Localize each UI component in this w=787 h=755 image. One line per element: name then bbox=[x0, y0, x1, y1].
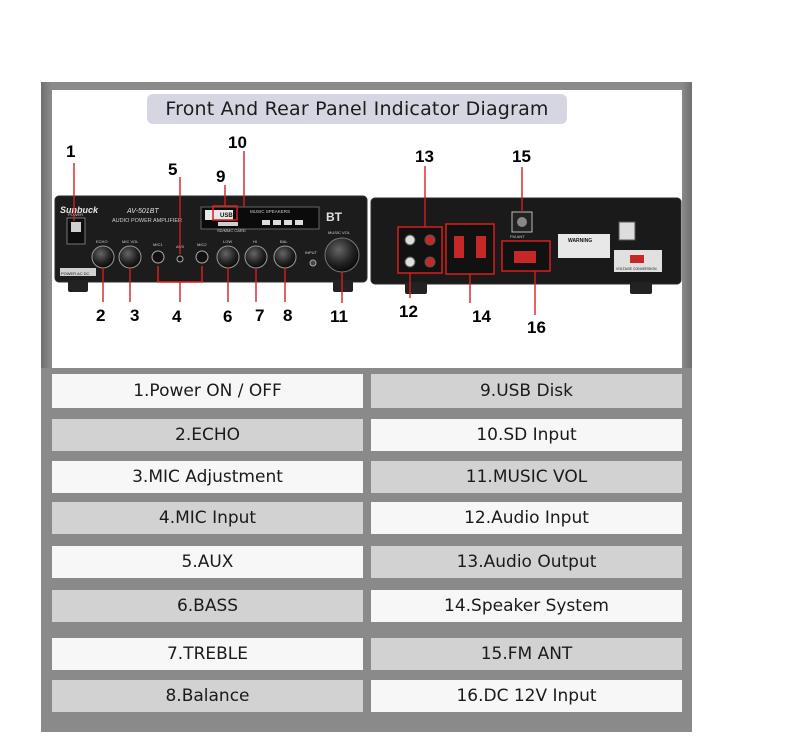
rca-in-l bbox=[404, 256, 416, 268]
callout-16: 16 bbox=[527, 318, 546, 337]
callout-12: 12 bbox=[399, 302, 418, 321]
legend-item-1: 1.Power ON / OFF bbox=[52, 374, 363, 408]
mic-vol-label-text: MIC VOL bbox=[122, 239, 139, 244]
callout-8: 8 bbox=[283, 306, 293, 325]
legend-item-7: 7.TREBLE bbox=[52, 638, 363, 670]
callout-1: 1 bbox=[66, 142, 76, 161]
usb-slot bbox=[205, 210, 233, 220]
callout-6: 6 bbox=[223, 307, 233, 326]
rca-block bbox=[397, 226, 443, 274]
legend-item-13: 13.Audio Output bbox=[371, 546, 682, 578]
callout-4: 4 bbox=[172, 307, 182, 326]
legend-item-6: 6.BASS bbox=[52, 590, 363, 622]
bal-knob bbox=[273, 245, 297, 269]
hi-label-text: HI bbox=[253, 239, 257, 244]
legend-item-11: 11.MUSIC VOL bbox=[371, 461, 682, 493]
callout-2: 2 bbox=[96, 306, 106, 325]
callout-7: 7 bbox=[255, 306, 265, 325]
callout-leaders bbox=[73, 151, 536, 315]
dc-input-block bbox=[501, 240, 551, 272]
usb-text: USB bbox=[220, 213, 233, 219]
mic-vol-knob bbox=[118, 245, 142, 269]
bt-text: BT bbox=[326, 210, 343, 224]
input-button bbox=[309, 259, 317, 267]
warning-label bbox=[558, 234, 610, 258]
music-vol-label-text: MUSIC VOL bbox=[328, 230, 351, 235]
legend-item-4: 4.MIC Input bbox=[52, 502, 363, 534]
input-label-text: INPUT bbox=[305, 250, 318, 255]
mic1-jack bbox=[151, 250, 165, 264]
rca-out-l bbox=[404, 234, 416, 246]
power-ac-dc-text: POWER AC DC bbox=[61, 271, 90, 276]
legend-item-8: 8.Balance bbox=[52, 680, 363, 712]
legend-item-15: 15.FM ANT bbox=[371, 638, 682, 670]
sd-slot bbox=[218, 222, 238, 226]
echo-label-text: ECHO bbox=[96, 239, 108, 244]
speaker-terminals bbox=[445, 223, 495, 275]
rear-panel: FM ANT WARNING VOLTAGE CONVERSION bbox=[370, 197, 682, 294]
callout-10: 10 bbox=[228, 133, 247, 152]
rca-out-r bbox=[424, 234, 436, 246]
mic1-label-text: MIC1 bbox=[153, 242, 163, 247]
ac-socket bbox=[618, 221, 636, 241]
mic2-jack bbox=[195, 250, 209, 264]
power-ac-dc-label-box bbox=[60, 268, 96, 276]
diagram-title: Front And Rear Panel Indicator Diagram bbox=[147, 94, 567, 124]
low-label-text: LOW bbox=[223, 239, 232, 244]
mic2-label-text: MIC2 bbox=[197, 242, 207, 247]
callout-5: 5 bbox=[168, 160, 178, 179]
legend-item-10: 10.SD Input bbox=[371, 419, 682, 451]
callout-14: 14 bbox=[472, 307, 491, 326]
callout-9: 9 bbox=[216, 167, 226, 186]
brand-text: Sunbuck bbox=[60, 205, 99, 215]
music-speakers-text: MUSIC SPEAKERS bbox=[250, 209, 290, 214]
legend-item-9: 9.USB Disk bbox=[371, 374, 682, 408]
callout-11: 11 bbox=[330, 307, 348, 326]
legend-item-14: 14.Speaker System bbox=[371, 590, 682, 622]
callout-3: 3 bbox=[130, 306, 140, 325]
aux-jack bbox=[176, 255, 184, 263]
amp-subtitle-text: AUDIO POWER AMPLIFIER bbox=[112, 218, 182, 224]
legend-item-5: 5.AUX bbox=[52, 546, 363, 578]
rca-in-r bbox=[424, 256, 436, 268]
callout-13: 13 bbox=[415, 147, 434, 166]
legend-item-12: 12.Audio Input bbox=[371, 502, 682, 534]
legend-item-2: 2.ECHO bbox=[52, 419, 363, 451]
echo-knob bbox=[91, 245, 115, 269]
model-text: AV-501BT bbox=[126, 208, 159, 215]
voltage-conversion-text: VOLTAGE CONVERSION bbox=[616, 267, 657, 271]
warning-text: WARNING bbox=[568, 238, 592, 244]
sd-card-text: SD/MMC CARD bbox=[217, 228, 246, 233]
legend-item-16: 16.DC 12V Input bbox=[371, 680, 682, 712]
fm-ant-text: FM ANT bbox=[510, 234, 525, 239]
legend-item-3: 3.MIC Adjustment bbox=[52, 461, 363, 493]
hi-knob bbox=[244, 245, 268, 269]
low-knob bbox=[216, 245, 240, 269]
music-vol-knob bbox=[324, 237, 360, 273]
power-label-text: POWER bbox=[68, 212, 83, 217]
callout-15: 15 bbox=[512, 147, 531, 166]
bal-label-text: BAL bbox=[280, 239, 288, 244]
front-panel: Sunbuck AV-501BT AUDIO POWER AMPLIFIER B… bbox=[54, 195, 368, 292]
